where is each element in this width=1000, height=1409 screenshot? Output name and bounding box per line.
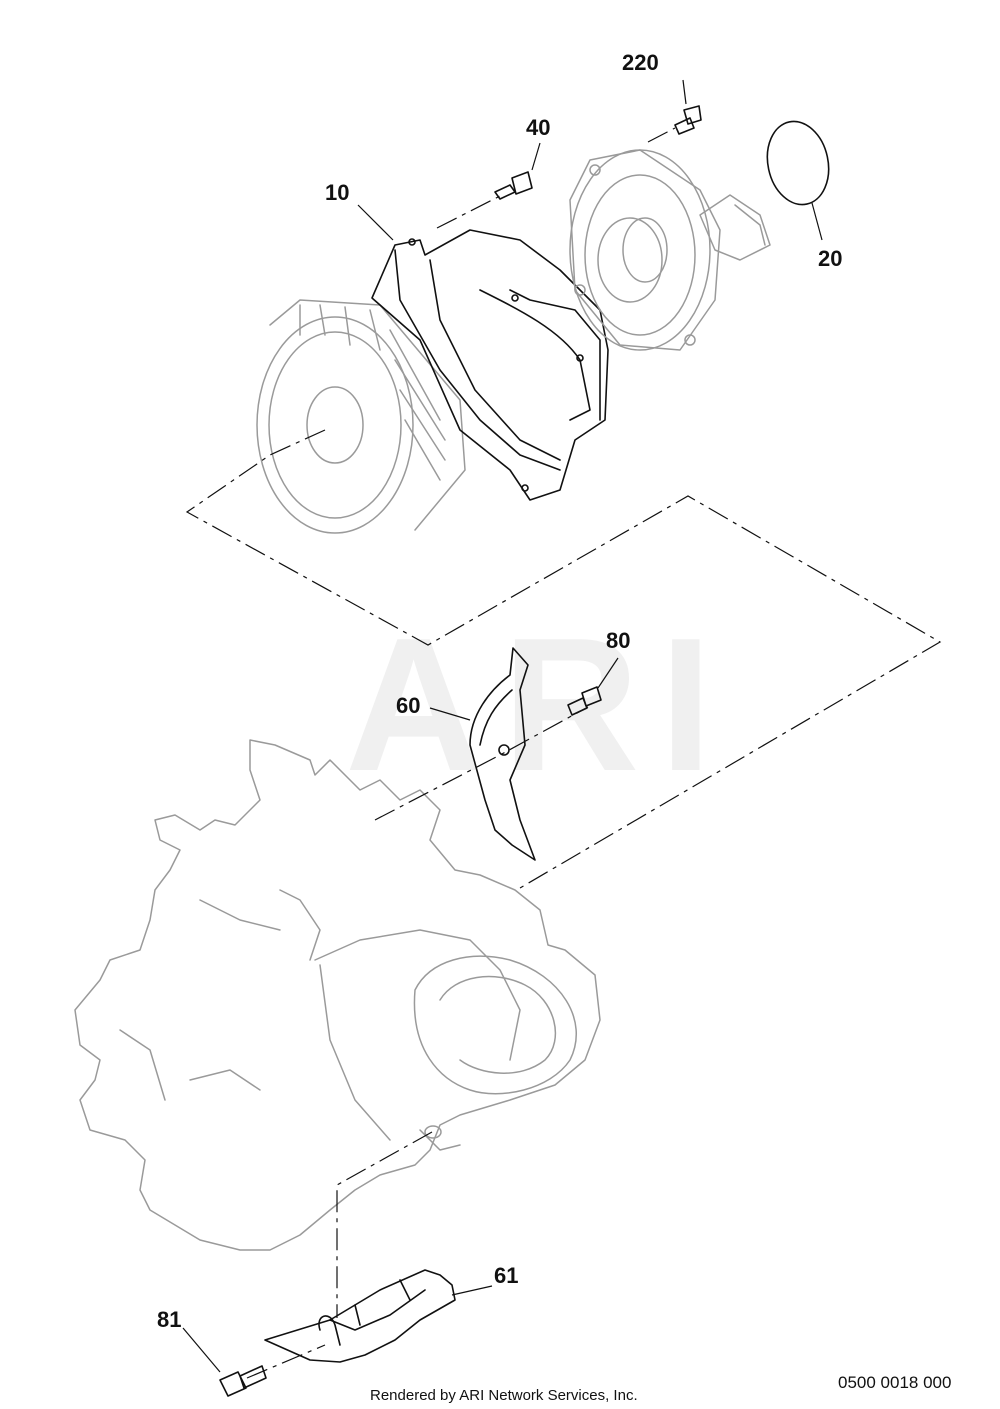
callout-10: 10 (325, 180, 349, 205)
diagram-code: 0500 0018 000 (838, 1373, 951, 1392)
callout-40: 40 (526, 115, 550, 140)
seal-ring-drawing (766, 120, 830, 206)
leader-lines (182, 79, 823, 1373)
callout-20: 20 (818, 246, 842, 271)
screw-220-drawing (674, 105, 702, 135)
screw-40-drawing (494, 171, 533, 200)
flywheel-drawing (256, 299, 466, 534)
watermark-ari: ARI (345, 599, 732, 811)
callout-61: 61 (494, 1263, 518, 1288)
callout-80: 80 (606, 628, 630, 653)
callout-60: 60 (396, 693, 420, 718)
baffle-60-drawing (469, 647, 536, 861)
recoil-starter-drawing (569, 149, 771, 351)
blower-housing-drawing (371, 229, 609, 501)
callout-220: 220 (622, 50, 659, 75)
engine-block-drawing (74, 739, 601, 1251)
assembly-lines (185, 127, 942, 1379)
shield-61-drawing (264, 1269, 456, 1363)
screw-81-drawing (219, 1365, 267, 1397)
footer-credit: Rendered by ARI Network Services, Inc. (370, 1387, 638, 1404)
callout-81: 81 (157, 1307, 181, 1332)
